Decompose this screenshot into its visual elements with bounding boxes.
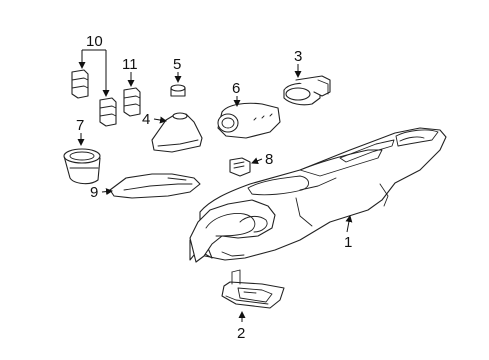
armrest-lid xyxy=(109,173,201,199)
console-body xyxy=(189,127,447,263)
callout-10: 10 xyxy=(86,33,103,50)
leader-1 xyxy=(345,215,353,233)
shift-boot xyxy=(151,112,203,153)
switch-pair xyxy=(71,69,117,127)
callout-2: 2 xyxy=(237,325,245,342)
clip xyxy=(229,157,251,177)
callout-5: 5 xyxy=(173,56,181,73)
switch xyxy=(123,87,141,117)
callout-3: 3 xyxy=(294,48,302,65)
callout-11: 11 xyxy=(122,56,138,73)
callout-7: 7 xyxy=(76,117,84,134)
shift-bezel xyxy=(283,75,331,106)
mounting-bracket xyxy=(221,269,285,309)
callout-1: 1 xyxy=(344,234,352,251)
callout-6: 6 xyxy=(232,80,240,97)
leader-9 xyxy=(101,188,113,196)
shift-knob-trim xyxy=(217,102,281,139)
callout-4: 4 xyxy=(142,111,150,128)
cup-holder xyxy=(63,148,101,185)
callout-8: 8 xyxy=(265,151,273,168)
plug xyxy=(170,84,186,97)
leader-8 xyxy=(251,157,263,165)
leader-4 xyxy=(153,116,167,124)
callout-9: 9 xyxy=(90,184,98,201)
